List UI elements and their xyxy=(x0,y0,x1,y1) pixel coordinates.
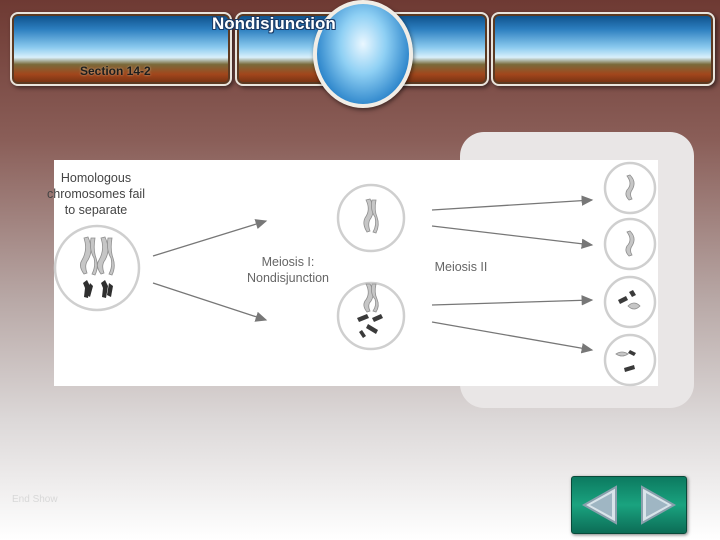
arrow-meiosis1-top xyxy=(152,219,268,257)
arrow-meiosis2-1 xyxy=(431,195,594,211)
label-meiosis1: Meiosis I: Nondisjunction xyxy=(247,255,329,285)
navigation-panel xyxy=(571,476,687,534)
back-arrow-icon[interactable] xyxy=(576,481,628,529)
header-banner-right xyxy=(491,12,715,86)
forward-arrow-icon[interactable] xyxy=(630,481,682,529)
arrow-meiosis2-4 xyxy=(431,321,594,354)
end-show-link[interactable]: End Show xyxy=(12,494,58,505)
chromosome-light-pair xyxy=(80,236,115,276)
daughter-cell-top xyxy=(336,183,406,253)
arrow-meiosis2-3 xyxy=(431,295,594,306)
label-meiosis2: Meiosis II xyxy=(434,260,488,274)
gamete-cell-3 xyxy=(603,275,657,329)
label-homologous-chromosomes: Homologous chromosomes fail to separate xyxy=(47,171,145,217)
arrow-meiosis2-2 xyxy=(431,225,594,249)
daughter-cell-bottom xyxy=(336,281,406,351)
gamete-cell-1 xyxy=(603,161,657,215)
gamete-cell-4 xyxy=(603,333,657,387)
arrow-meiosis1-bottom xyxy=(152,282,268,322)
page-title: Nondisjunction xyxy=(212,14,336,33)
header-globe-emblem xyxy=(313,0,413,108)
gamete-cell-2 xyxy=(603,217,657,271)
header-banner-left xyxy=(10,12,232,86)
chromosome-dark-pair xyxy=(83,280,113,298)
section-label: Section 14-2 xyxy=(80,64,151,78)
parent-cell xyxy=(53,224,141,312)
